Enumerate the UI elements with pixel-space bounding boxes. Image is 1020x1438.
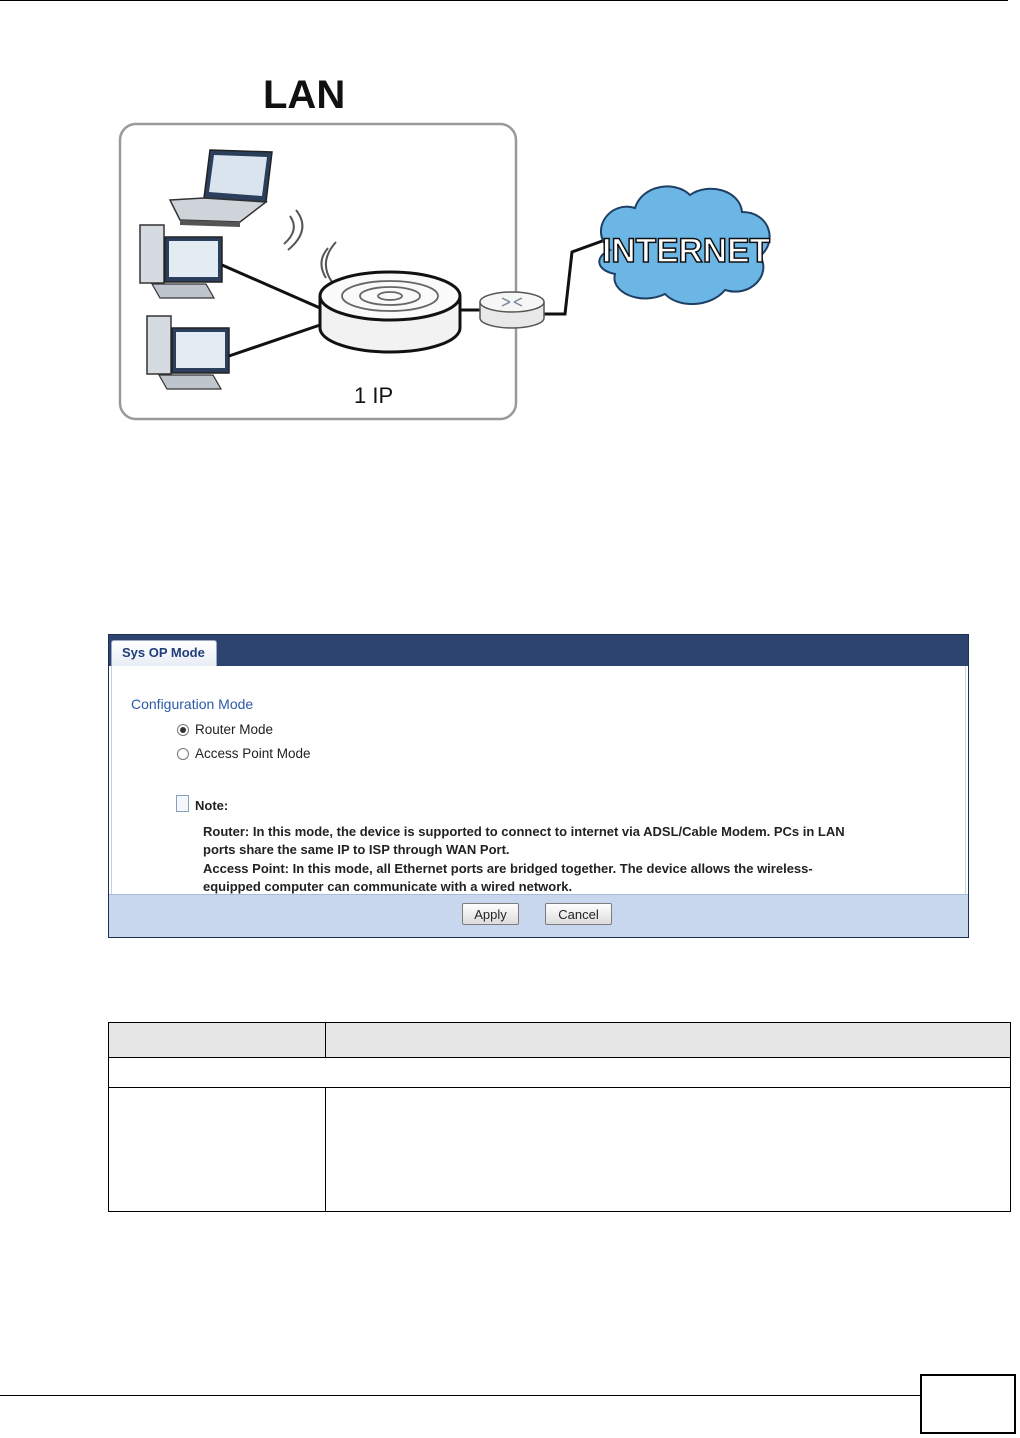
panel-footer: Apply Cancel bbox=[109, 894, 968, 937]
page-number-box bbox=[920, 1374, 1016, 1434]
table-header-cell bbox=[325, 1022, 1011, 1058]
lan-label: LAN bbox=[263, 73, 345, 117]
note-text-line: Access Point: In this mode, all Ethernet… bbox=[203, 861, 813, 876]
panel-body bbox=[111, 666, 966, 895]
internet-label: INTERNET bbox=[602, 232, 770, 270]
note-label: Note: bbox=[195, 798, 229, 813]
table-cell bbox=[108, 1057, 1011, 1088]
note-icon bbox=[176, 795, 189, 812]
ip-label: 1 IP bbox=[354, 383, 393, 408]
tab-bar: Sys OP Mode bbox=[109, 635, 968, 666]
desktop-computer-icon bbox=[146, 315, 230, 390]
wireless-signal-icon bbox=[283, 209, 337, 283]
table-row bbox=[108, 1087, 1011, 1212]
access-point-mode-label: Access Point Mode bbox=[195, 746, 311, 761]
field-description-table bbox=[108, 1022, 1011, 1212]
note-text-line: equipped computer can communicate with a… bbox=[203, 879, 573, 894]
network-diagram: LAN bbox=[118, 73, 771, 421]
access-point-mode-option[interactable]: Access Point Mode bbox=[177, 746, 311, 761]
tab-sys-op-mode[interactable]: Sys OP Mode bbox=[111, 640, 217, 666]
section-title: Configuration Mode bbox=[131, 696, 254, 712]
note-text-line: ports share the same IP to ISP through W… bbox=[203, 842, 510, 857]
wireless-router-icon bbox=[318, 270, 462, 354]
router-mode-option[interactable]: Router Mode bbox=[177, 722, 273, 737]
table-header-row bbox=[108, 1022, 1011, 1058]
access-point-mode-radio[interactable] bbox=[177, 747, 189, 760]
cancel-button[interactable]: Cancel bbox=[545, 903, 612, 925]
router-mode-radio[interactable] bbox=[177, 723, 189, 736]
router-mode-label: Router Mode bbox=[195, 722, 274, 737]
apply-button[interactable]: Apply bbox=[462, 903, 519, 925]
header-rule bbox=[0, 0, 1008, 1]
table-cell bbox=[108, 1087, 326, 1212]
sys-op-mode-panel: Sys OP Mode Configuration Mode Router Mo… bbox=[108, 634, 969, 938]
laptop-icon bbox=[168, 149, 273, 227]
desktop-computer-icon bbox=[139, 224, 223, 299]
table-header-cell bbox=[108, 1022, 326, 1058]
table-cell bbox=[325, 1087, 1011, 1212]
table-row bbox=[108, 1057, 1011, 1088]
internet-cloud-icon bbox=[598, 185, 771, 306]
footer-rule bbox=[0, 1395, 920, 1396]
note-text-line: Router: In this mode, the device is supp… bbox=[203, 824, 845, 839]
modem-router-icon bbox=[479, 291, 545, 329]
